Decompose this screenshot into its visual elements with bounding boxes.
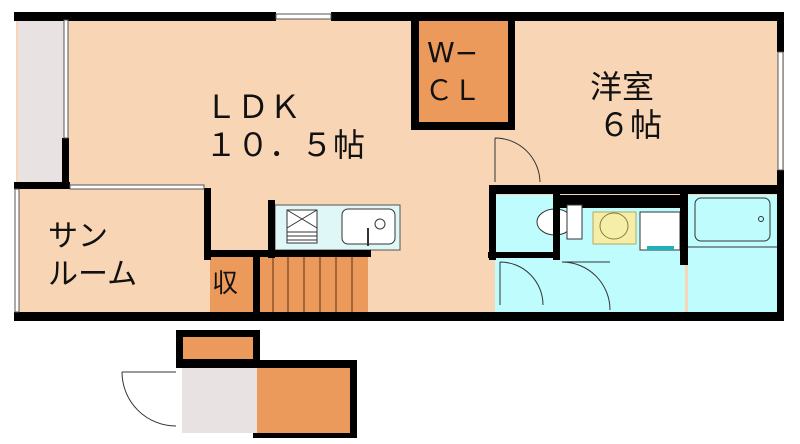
ldk-size: １０．５帖	[205, 126, 366, 164]
stove-icon	[286, 209, 318, 244]
western-room-size: ６帖	[598, 106, 663, 144]
walk-in-closet-fill	[415, 18, 512, 128]
door-ldk-hall[interactable]	[499, 261, 544, 306]
wic-label-2: ＣＬ	[425, 74, 482, 107]
window-top	[275, 13, 332, 20]
entry-stairs-fill	[257, 368, 350, 433]
bathtub-icon	[694, 197, 771, 242]
shoe-closet-fill	[183, 337, 253, 359]
western-room-label: 洋室	[590, 68, 655, 106]
balcony-deck	[18, 20, 68, 188]
walls	[14, 12, 784, 321]
sunroom-label-1: サン	[48, 219, 108, 254]
entrance-door[interactable]	[121, 371, 177, 427]
ldk-label: ＬＤＫ	[205, 88, 302, 126]
storage-fill	[210, 257, 255, 315]
window-balcony	[63, 19, 69, 139]
window-right	[777, 51, 784, 171]
washing-machine-icon	[639, 211, 681, 251]
window-sunroom	[69, 184, 205, 190]
bathroom-fill	[688, 195, 781, 315]
stairs-fill	[260, 257, 368, 315]
sunroom-label-2: ルーム	[48, 257, 138, 292]
wic-label-1: W−	[427, 36, 479, 69]
stair-treads	[272, 257, 353, 315]
storage-label: 収	[212, 269, 239, 299]
door-western-room[interactable]	[494, 137, 541, 183]
door-washroom[interactable]	[561, 261, 611, 311]
window-sunroom-left	[14, 188, 20, 313]
entry-fill	[182, 368, 257, 433]
